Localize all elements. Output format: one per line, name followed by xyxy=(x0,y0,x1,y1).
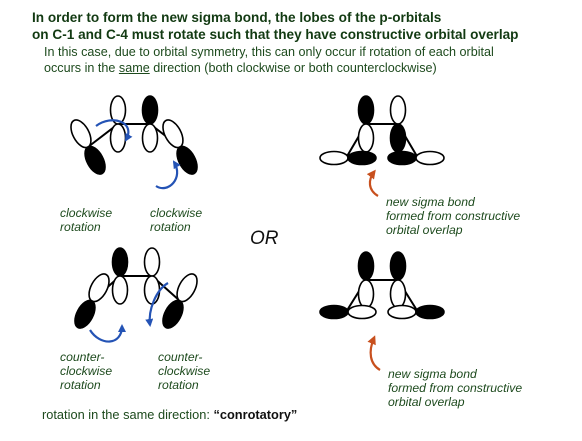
sigma-bond-diagram-bottom xyxy=(319,251,445,320)
label-line: rotation xyxy=(60,220,101,234)
intro-line-1: In this case, due to orbital symmetry, t… xyxy=(44,45,494,59)
counterclockwise-rotation-diagram xyxy=(74,247,198,329)
label-line: new sigma bond xyxy=(388,367,477,381)
ccw-arrow-right xyxy=(145,282,169,327)
heading-line-1: In order to form the new sigma bond, the… xyxy=(32,10,442,25)
label-line: rotation xyxy=(158,378,199,392)
clockwise-label-left: clockwise rotation xyxy=(60,206,112,234)
sigma-arrow-bottom xyxy=(367,335,381,371)
rotation-arrow-right xyxy=(155,160,181,190)
footer-text: rotation in the same direction: xyxy=(42,407,214,422)
label-line: rotation xyxy=(150,220,191,234)
label-line: clockwise xyxy=(60,206,113,220)
label-line: orbital overlap xyxy=(388,395,465,409)
heading: In order to form the new sigma bond, the… xyxy=(32,9,572,43)
clockwise-label-right: clockwise rotation xyxy=(150,206,202,234)
footer-conrotatory: rotation in the same direction: “conrota… xyxy=(42,407,297,422)
footer-emphasis: “conrotatory” xyxy=(213,407,298,422)
rotation-arrow-left xyxy=(95,119,133,142)
counterclockwise-label-right: counter- clockwise rotation xyxy=(158,350,210,392)
label-line: formed from constructive xyxy=(386,209,521,223)
intro-line-2-after: direction (both clockwise or both counte… xyxy=(149,61,437,75)
label-line: clockwise xyxy=(60,364,113,378)
heading-line-2: on C-1 and C-4 must rotate such that the… xyxy=(32,27,519,42)
sigma-arrow-top xyxy=(366,169,379,197)
intro-line-2-underlined: same xyxy=(118,61,150,75)
sigma-label-top: new sigma bond formed from constructive … xyxy=(386,195,520,237)
sigma-bond-diagram-top xyxy=(319,95,445,166)
label-line: clockwise xyxy=(150,206,203,220)
label-line: clockwise xyxy=(158,364,211,378)
intro-text: In this case, due to orbital symmetry, t… xyxy=(44,44,574,76)
or-label: OR xyxy=(250,228,279,249)
label-line: rotation xyxy=(60,378,101,392)
intro-line-2: occurs in the same direction (both clock… xyxy=(44,60,574,76)
sigma-label-bottom: new sigma bond formed from constructive … xyxy=(388,367,522,409)
label-line: counter- xyxy=(60,350,105,364)
label-line: new sigma bond xyxy=(386,195,475,209)
label-line: formed from constructive xyxy=(388,381,523,395)
clockwise-rotation-diagram xyxy=(70,95,198,175)
counterclockwise-label-left: counter- clockwise rotation xyxy=(60,350,112,392)
intro-line-2-before: occurs in the xyxy=(44,61,119,75)
label-line: counter- xyxy=(158,350,203,364)
label-line: orbital overlap xyxy=(386,223,463,237)
ccw-arrow-left xyxy=(89,324,126,343)
